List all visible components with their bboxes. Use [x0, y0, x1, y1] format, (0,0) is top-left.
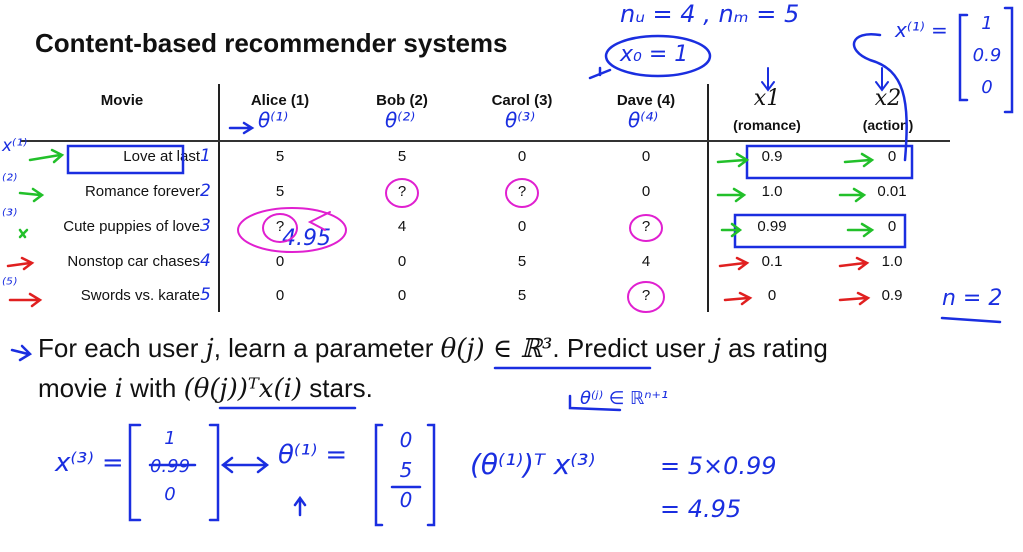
annotation-x0: x₀ = 1	[620, 42, 689, 67]
movie-title: Nonstop car chases	[67, 253, 200, 270]
feature-x1-cell: 1.0	[761, 183, 783, 200]
header-bob: Bob (2)	[376, 92, 428, 109]
feature-x2-cell: 0	[887, 218, 897, 235]
rating-cell: 0	[641, 148, 651, 165]
body-line-1: For each user j, learn a parameter θ(j) …	[38, 333, 828, 364]
feature-x1-cell: 0.99	[757, 218, 787, 235]
rating-cell: ?	[641, 218, 651, 235]
row-feature-label-annotation: x⁽¹⁾	[2, 136, 28, 156]
rating-cell: 5	[517, 287, 527, 304]
feature-x2-cell: 0	[887, 148, 897, 165]
table-header-line	[20, 140, 950, 142]
theta-1: θ⁽¹⁾	[258, 108, 289, 132]
table-divider-features	[707, 84, 709, 312]
rating-cell: 0	[275, 287, 285, 304]
rating-cell: 4	[397, 218, 407, 235]
rating-cell: 0	[397, 253, 407, 270]
row-feature-label-annotation: ⁽²⁾	[2, 171, 18, 191]
movie-title: Romance forever	[84, 183, 200, 200]
movie-title: Love at last	[123, 148, 200, 165]
header-x2-label: (action)	[862, 117, 914, 133]
annotation-nu-nm: nᵤ = 4 , nₘ = 5	[620, 0, 800, 28]
movie-title: Cute puppies of love	[63, 218, 200, 235]
body-line-2: movie i with (θ(j))ᵀx(i) stars.	[38, 373, 373, 404]
row-number-annotation: 5	[200, 285, 211, 305]
slide-title: Content-based recommender systems	[35, 28, 508, 58]
rating-cell: 0	[397, 287, 407, 304]
row-number-annotation: 4	[200, 251, 211, 271]
rating-cell: 0	[641, 183, 651, 200]
row-number-annotation: 2	[200, 181, 211, 201]
header-dave: Dave (4)	[616, 92, 676, 109]
feature-x2-cell: 0.9	[881, 287, 903, 304]
rating-cell: 0	[517, 148, 527, 165]
feature-x1-cell: 0.9	[761, 148, 783, 165]
header-alice: Alice (1)	[250, 92, 310, 109]
theta-3: θ⁽³⁾	[505, 108, 536, 132]
rating-cell: 4	[641, 253, 651, 270]
row-feature-label-annotation: ⁽³⁾	[2, 206, 18, 226]
row-feature-label-annotation: ⁽⁵⁾	[2, 275, 18, 295]
x3-label: x⁽³⁾ =	[55, 448, 124, 478]
row-number-annotation: 3	[200, 216, 211, 236]
theta-dim-annotation: θ⁽ʲ⁾ ∈ ℝⁿ⁺¹	[580, 388, 669, 409]
theta-2: θ⁽²⁾	[385, 108, 416, 132]
theta-4: θ⁽⁴⁾	[628, 108, 659, 132]
feature-x2-cell: 1.0	[881, 253, 903, 270]
rating-cell: 5	[275, 148, 285, 165]
rating-cell: 5	[275, 183, 285, 200]
feature-x1-cell: 0	[767, 287, 777, 304]
feature-x1-cell: 0.1	[761, 253, 783, 270]
movie-title: Swords vs. karate	[80, 287, 200, 304]
header-x2: x2	[874, 86, 902, 111]
row-number-annotation: 1	[200, 146, 211, 166]
rating-cell: 0	[517, 218, 527, 235]
header-carol: Carol (3)	[491, 92, 553, 109]
calc-line-1: = 5×0.99	[660, 452, 777, 480]
calc-line-2: = 4.95	[660, 495, 742, 523]
header-movie: Movie	[100, 92, 144, 109]
table-divider-movie	[218, 84, 220, 312]
dot-expression: (θ⁽¹⁾)ᵀ x⁽³⁾	[470, 448, 596, 481]
rating-cell: ?	[641, 287, 651, 304]
rating-cell: ?	[517, 183, 527, 200]
rating-cell: 5	[397, 148, 407, 165]
rating-cell: ?	[275, 218, 285, 235]
rating-cell: 5	[517, 253, 527, 270]
n-annotation: n = 2	[942, 286, 1003, 311]
annotation-x1-label: x⁽¹⁾ =	[895, 18, 948, 42]
rating-cell: ?	[397, 183, 407, 200]
theta1-label: θ⁽¹⁾ =	[278, 440, 348, 470]
feature-x2-cell: 0.01	[877, 183, 907, 200]
header-x1-label: (romance)	[733, 117, 801, 133]
rating-cell: 0	[275, 253, 285, 270]
